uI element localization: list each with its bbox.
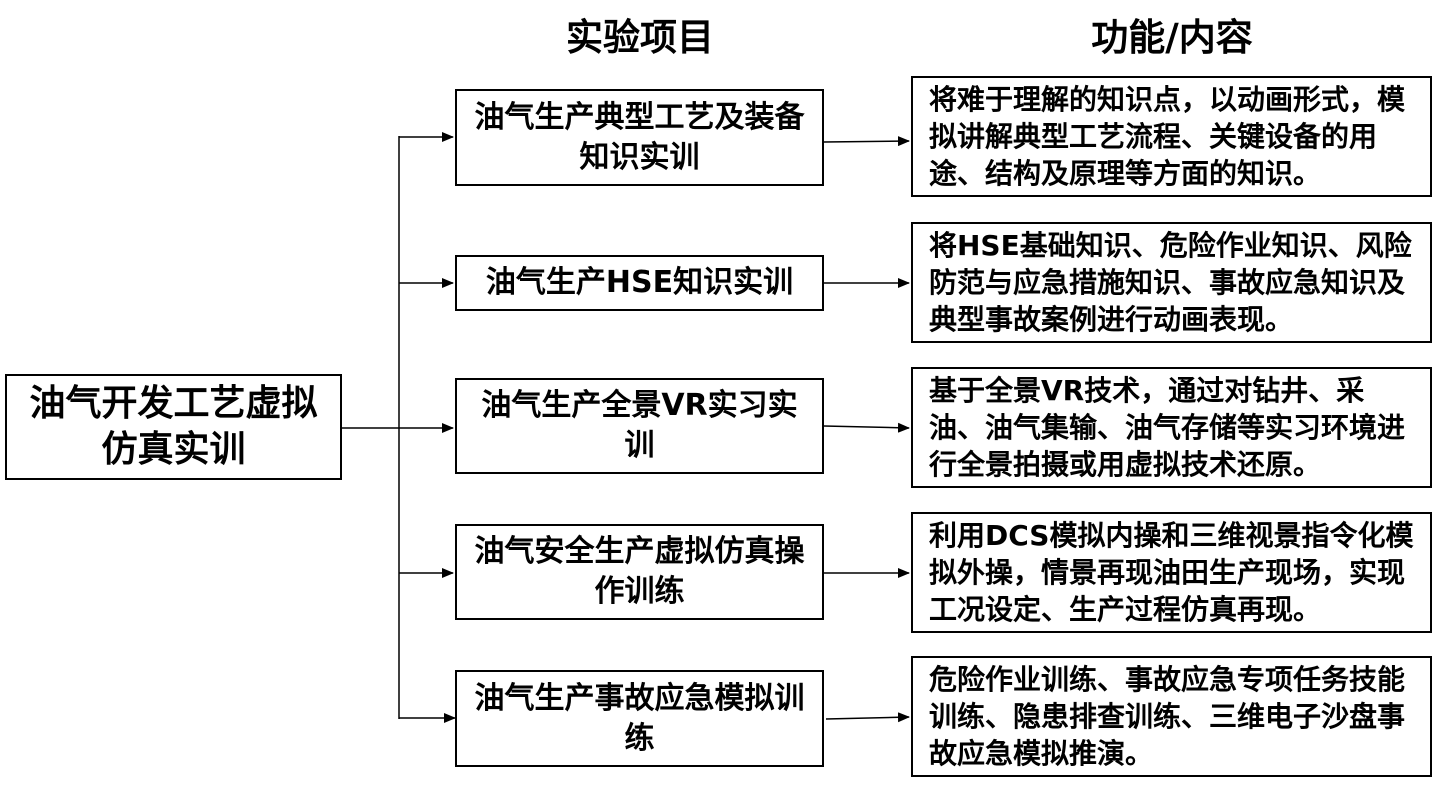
items-column-header: 实验项目 <box>566 16 714 59</box>
desc-node-text: 利用DCS模拟内操和三维视景指令化模拟外操，情景再现油田生产现场，实现工况设定、… <box>929 519 1414 626</box>
desc-node-text: 将HSE基础知识、危险作业知识、风险防范与应急措施知识、事故应急知识及典型事故案… <box>929 229 1412 336</box>
item-node-4: 油气安全生产虚拟仿真操作训练 <box>455 524 824 620</box>
item-node-2: 油气生产HSE知识实训 <box>455 255 824 311</box>
desc-arrow-5 <box>825 712 910 723</box>
desc-node-text: 基于全景VR技术，通过对钻井、采油、油气集输、油气存储等实习环境进行全景拍摄或用… <box>929 374 1406 481</box>
root-node: 油气开发工艺虚拟仿真实训 <box>5 374 342 480</box>
item-node-5: 油气生产事故应急模拟训练 <box>455 670 824 767</box>
desc-arrow-3 <box>823 422 910 433</box>
desc-node-1: 将难于理解的知识点，以动画形式，模拟讲解典型工艺流程、关键设备的用途、结构及原理… <box>911 76 1432 197</box>
item-node-label: 油气生产HSE知识实训 <box>485 265 794 300</box>
desc-node-4: 利用DCS模拟内操和三维视景指令化模拟外操，情景再现油田生产现场，实现工况设定、… <box>911 512 1432 633</box>
item-node-label: 油气生产全景VR实习实训 <box>481 388 798 463</box>
desc-node-text: 将难于理解的知识点，以动画形式，模拟讲解典型工艺流程、关键设备的用途、结构及原理… <box>929 83 1406 190</box>
desc-arrow-1 <box>823 136 910 147</box>
function-column-header: 功能/内容 <box>1091 16 1253 59</box>
item-node-label: 油气生产事故应急模拟训练 <box>474 680 805 756</box>
item-node-label: 油气生产典型工艺及装备知识实训 <box>474 99 805 175</box>
desc-node-3: 基于全景VR技术，通过对钻井、采油、油气集输、油气存储等实习环境进行全景拍摄或用… <box>911 367 1432 488</box>
desc-node-text: 危险作业训练、事故应急专项任务技能训练、隐患排查训练、三维电子沙盘事故应急模拟推… <box>929 663 1406 770</box>
desc-node-5: 危险作业训练、事故应急专项任务技能训练、隐患排查训练、三维电子沙盘事故应急模拟推… <box>911 656 1432 777</box>
desc-node-2: 将HSE基础知识、危险作业知识、风险防范与应急措施知识、事故应急知识及典型事故案… <box>911 222 1432 343</box>
item-node-3: 油气生产全景VR实习实训 <box>455 378 824 474</box>
item-node-label: 油气安全生产虚拟仿真操作训练 <box>474 534 805 609</box>
item-node-1: 油气生产典型工艺及装备知识实训 <box>455 89 824 186</box>
root-node-label: 油气开发工艺虚拟仿真实训 <box>29 383 318 470</box>
